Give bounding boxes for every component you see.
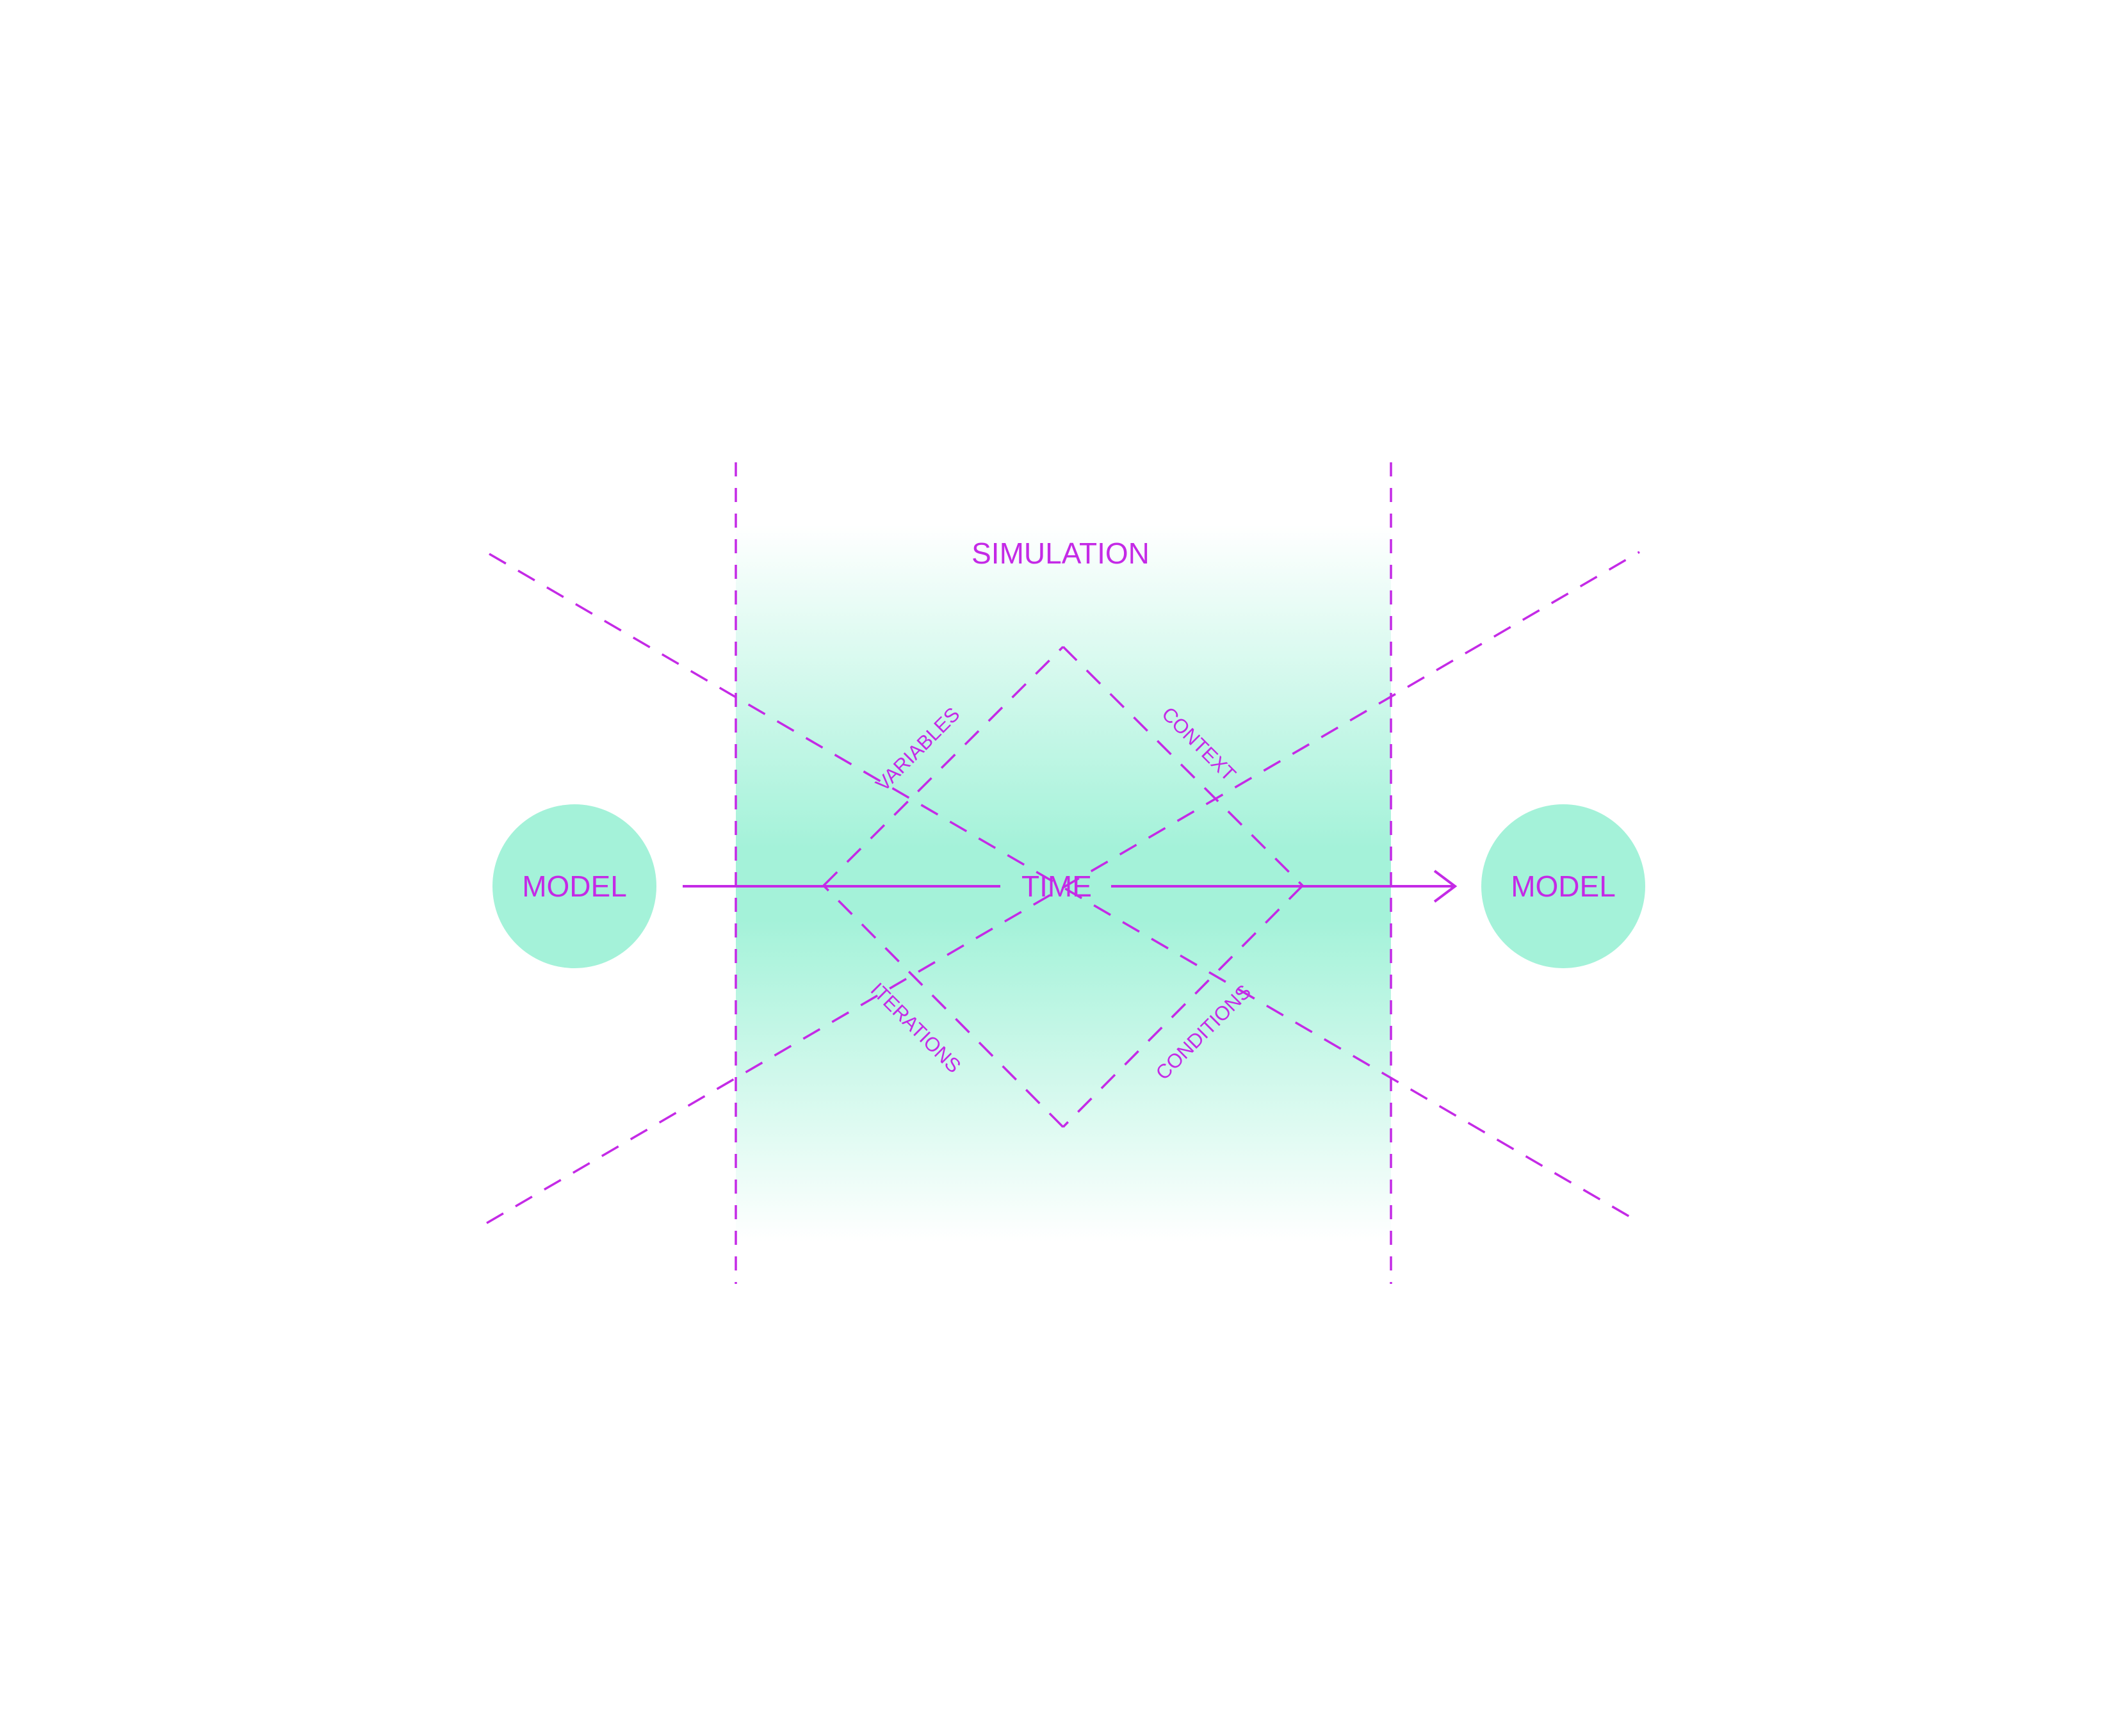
diagonal-line-bottom-left <box>486 551 1640 1224</box>
diamond-edge-variables <box>822 645 1064 887</box>
title-simulation: SIMULATION <box>972 537 1150 570</box>
simulation-band <box>736 525 1391 1242</box>
time-label: TIME <box>1021 870 1092 903</box>
diamond-edge-context <box>1062 645 1304 887</box>
time-arrow-head <box>1433 870 1458 903</box>
model-node-right <box>1481 804 1645 968</box>
model-left-label: MODEL <box>522 870 627 903</box>
diamond-edge-iterations <box>822 884 1064 1128</box>
diamond-edge-conditions <box>1062 884 1304 1128</box>
model-node-left <box>492 804 656 968</box>
model-right-label: MODEL <box>1511 870 1616 903</box>
diagonal-line-top-left <box>489 553 1641 1224</box>
